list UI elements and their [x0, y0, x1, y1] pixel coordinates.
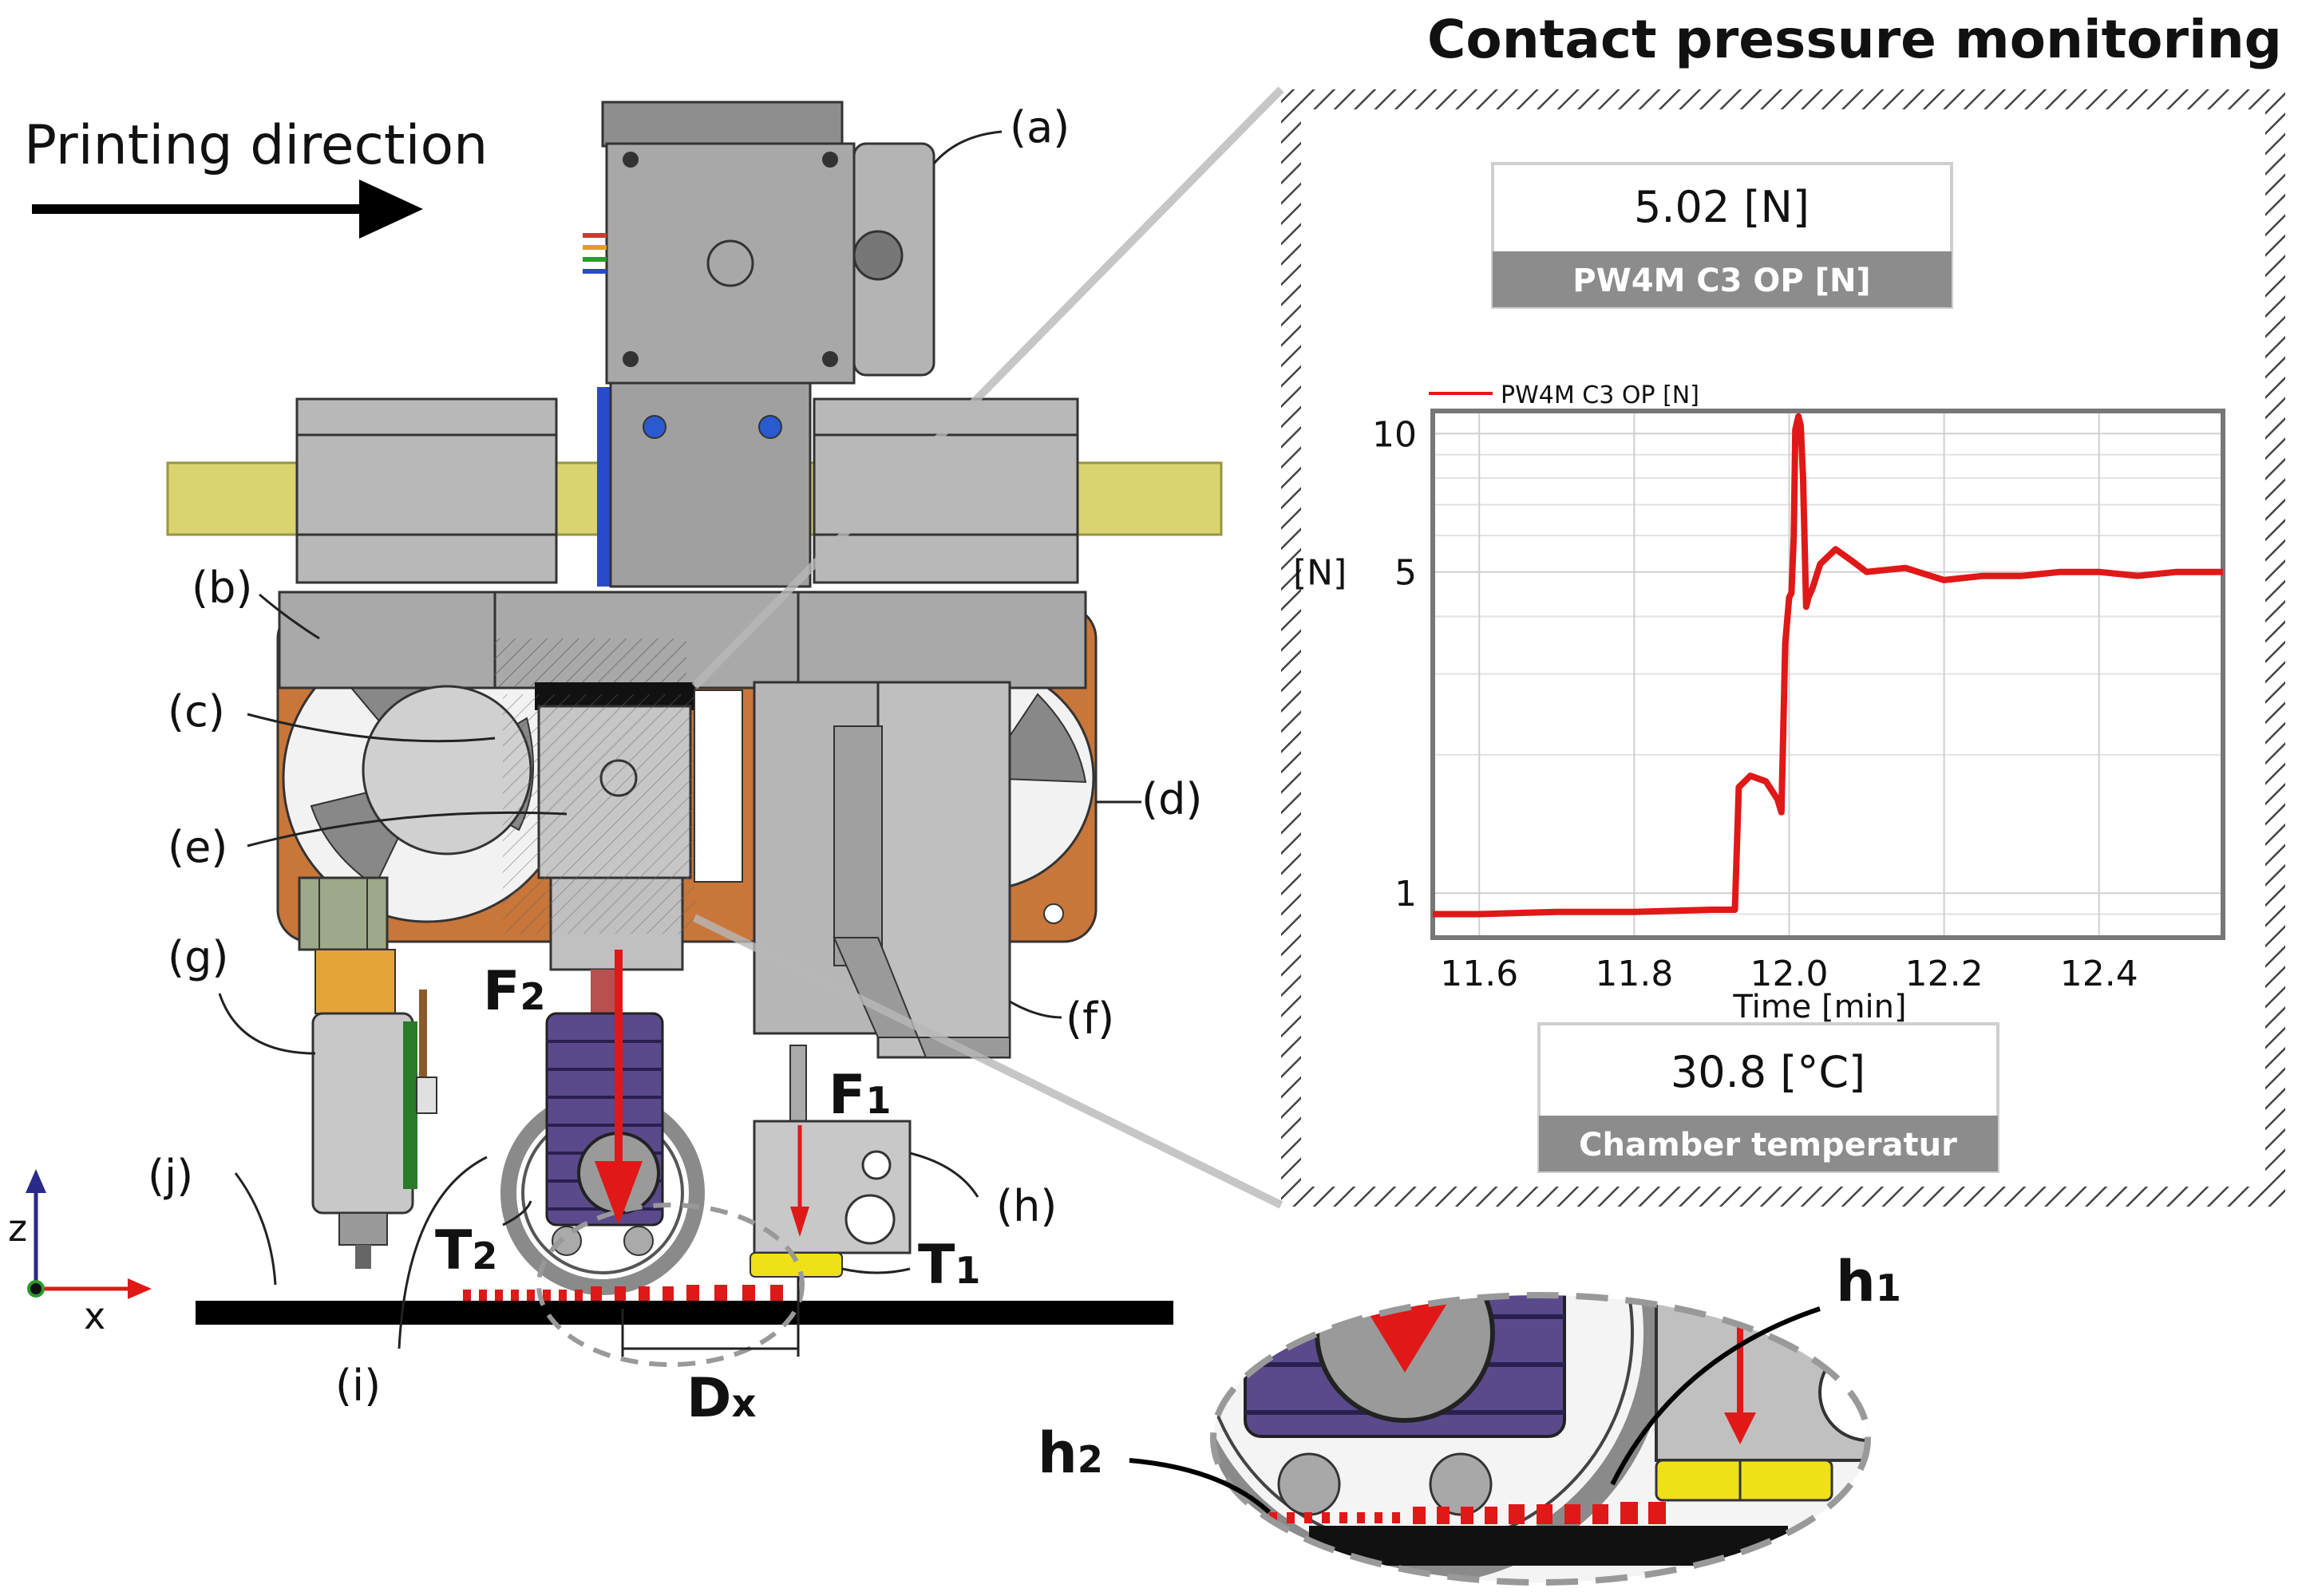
label-h: (h)	[996, 1181, 1057, 1231]
temperature-readout: 30.8 [°C] Chamber temperatur	[1537, 1022, 1999, 1173]
label-f: (f)	[1066, 994, 1114, 1044]
label-a: (a)	[1010, 102, 1070, 152]
printing-direction: Printing direction	[24, 114, 488, 239]
blue-dot-icon	[758, 415, 782, 439]
motor-screw-icon	[623, 152, 639, 168]
zoom-ball-icon	[1429, 1452, 1493, 1516]
force-arrow-f1	[790, 1125, 809, 1237]
h2-symbol: h2	[1038, 1420, 1103, 1486]
x-tick-label: 12.2	[1905, 954, 1984, 994]
motor-screw-icon	[822, 351, 838, 367]
sensor-hole-icon	[844, 1194, 896, 1245]
component-labels: (a) (b) (c) (d) (e) (f) (g) (h) (i) (j)	[148, 102, 1202, 1411]
dx-dimension: Dx	[621, 1277, 800, 1430]
arrow-head-icon	[359, 180, 423, 239]
x-tick-label: 12.4	[2060, 954, 2138, 994]
temp-label: Chamber temperatur	[1579, 1127, 1957, 1163]
x-arrow-icon	[128, 1278, 152, 1299]
left-housing-top	[295, 397, 558, 584]
monitor-title: Contact pressure monitoring	[1427, 9, 2282, 70]
left-orange-tube	[314, 949, 396, 1014]
left-extruder-body	[311, 1012, 414, 1215]
zoom-outline	[1210, 1292, 1871, 1586]
stepper-motor	[605, 142, 856, 385]
zoom-deposited-layer	[1269, 1502, 1666, 1524]
label-d: (d)	[1141, 774, 1202, 824]
dx-label: Dx	[686, 1367, 756, 1430]
motor-top-cap	[601, 101, 844, 148]
axis-z-label: z	[8, 1207, 27, 1250]
white-gap	[694, 689, 743, 883]
zoom-ball-icon	[1277, 1452, 1341, 1516]
mount-plate	[609, 381, 812, 588]
z-arrow-icon	[26, 1169, 46, 1193]
left-green-board	[403, 1021, 417, 1189]
motor-wires	[583, 233, 607, 274]
zoom-force-arrow	[1361, 1301, 1449, 1373]
force-readout: 5.02 [N] PW4M C3 OP [N]	[1491, 162, 1953, 309]
print-head-assembly	[166, 101, 1223, 1295]
roller-ball-icon	[552, 1226, 582, 1256]
label-j: (j)	[148, 1151, 193, 1201]
x-axis-label: Time [min]	[1732, 989, 1906, 1025]
sensor-hole-icon	[861, 1150, 892, 1180]
t1-symbol: T1	[918, 1234, 980, 1297]
force-arrow-f2	[595, 950, 643, 1225]
print-bed	[196, 1301, 1173, 1325]
blue-dot-icon	[643, 415, 666, 439]
zoom-load-cell	[1655, 1459, 1833, 1502]
motor-screw-icon	[822, 152, 838, 168]
f2-symbol: F2	[483, 960, 545, 1023]
sensor-stem	[789, 1045, 807, 1126]
y-tick-label: 1	[1394, 874, 1417, 915]
h1-symbol: h1	[1836, 1249, 1901, 1314]
zoom-region-outline	[536, 1203, 805, 1367]
duct-inner	[833, 725, 883, 966]
temp-value: 30.8 [°C]	[1671, 1047, 1865, 1097]
left-tip	[338, 1212, 388, 1246]
roller-stem	[591, 970, 615, 1017]
label-c: (c)	[168, 686, 225, 737]
t2-symbol: T2	[435, 1219, 497, 1282]
motor-screw-icon	[623, 351, 639, 367]
guide-line	[692, 914, 1284, 1209]
roller-ball-icon	[623, 1226, 654, 1256]
x-tick-label: 11.6	[1440, 954, 1518, 994]
duct-slope	[833, 937, 1011, 1058]
deposited-layer	[463, 1285, 783, 1301]
left-nut	[298, 876, 389, 951]
screw-icon	[1043, 903, 1064, 924]
left-connector	[416, 1077, 437, 1114]
series-line	[1433, 413, 2223, 918]
motor-shaft-icon	[706, 239, 754, 287]
bearing-icon	[852, 230, 904, 281]
guide-line	[691, 86, 1284, 689]
legend-entry: PW4M C3 OP [N]	[1501, 381, 1699, 409]
coordinate-axes: z x	[8, 1169, 152, 1337]
plot-frame	[1430, 409, 2225, 940]
label-e: (e)	[168, 822, 227, 872]
label-b: (b)	[192, 563, 252, 613]
load-cell-pad	[750, 1252, 843, 1278]
y-tick-label: 10	[1372, 414, 1417, 455]
label-i: (i)	[335, 1361, 381, 1411]
force-value: 5.02 [N]	[1634, 182, 1810, 232]
x-tick-label: 11.8	[1595, 954, 1673, 994]
blue-strip	[597, 387, 611, 587]
y-axis-label: [N]	[1293, 553, 1347, 594]
axis-x-label: x	[84, 1294, 105, 1337]
force-label: PW4M C3 OP [N]	[1572, 263, 1870, 299]
f1-symbol: F1	[829, 1064, 891, 1127]
left-pin	[419, 990, 427, 1081]
y-tick-label: 5	[1394, 553, 1417, 594]
hatch-zone	[495, 638, 686, 686]
printing-direction-label: Printing direction	[24, 114, 488, 177]
left-nozzle	[355, 1245, 371, 1269]
x-tick-label: 12.0	[1750, 954, 1828, 994]
label-g: (g)	[168, 932, 228, 982]
